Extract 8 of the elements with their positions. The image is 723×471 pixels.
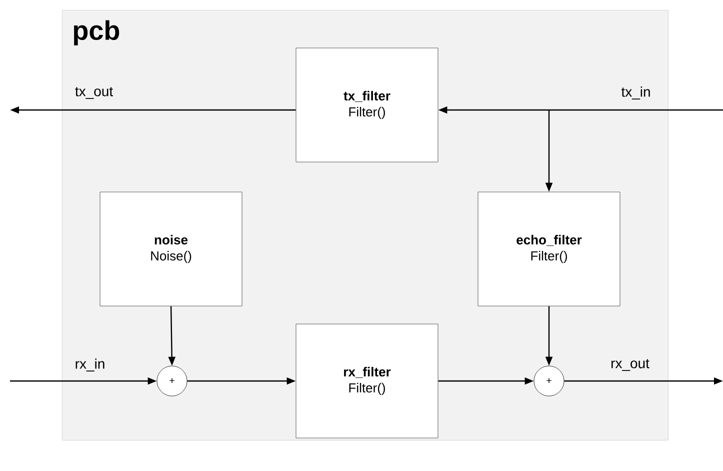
process-box: rx_filter Filter() (296, 324, 438, 438)
process-box: tx_filter Filter() (296, 48, 438, 162)
edge-label: tx_out (75, 87, 113, 99)
process-box: noise Noise() (100, 192, 242, 306)
edge-label: rx_in (76, 358, 104, 372)
edge-label: rx_out (611, 359, 650, 371)
edge-label: tx_in (621, 86, 650, 100)
process-box: echo_filter Filter() (478, 192, 620, 306)
